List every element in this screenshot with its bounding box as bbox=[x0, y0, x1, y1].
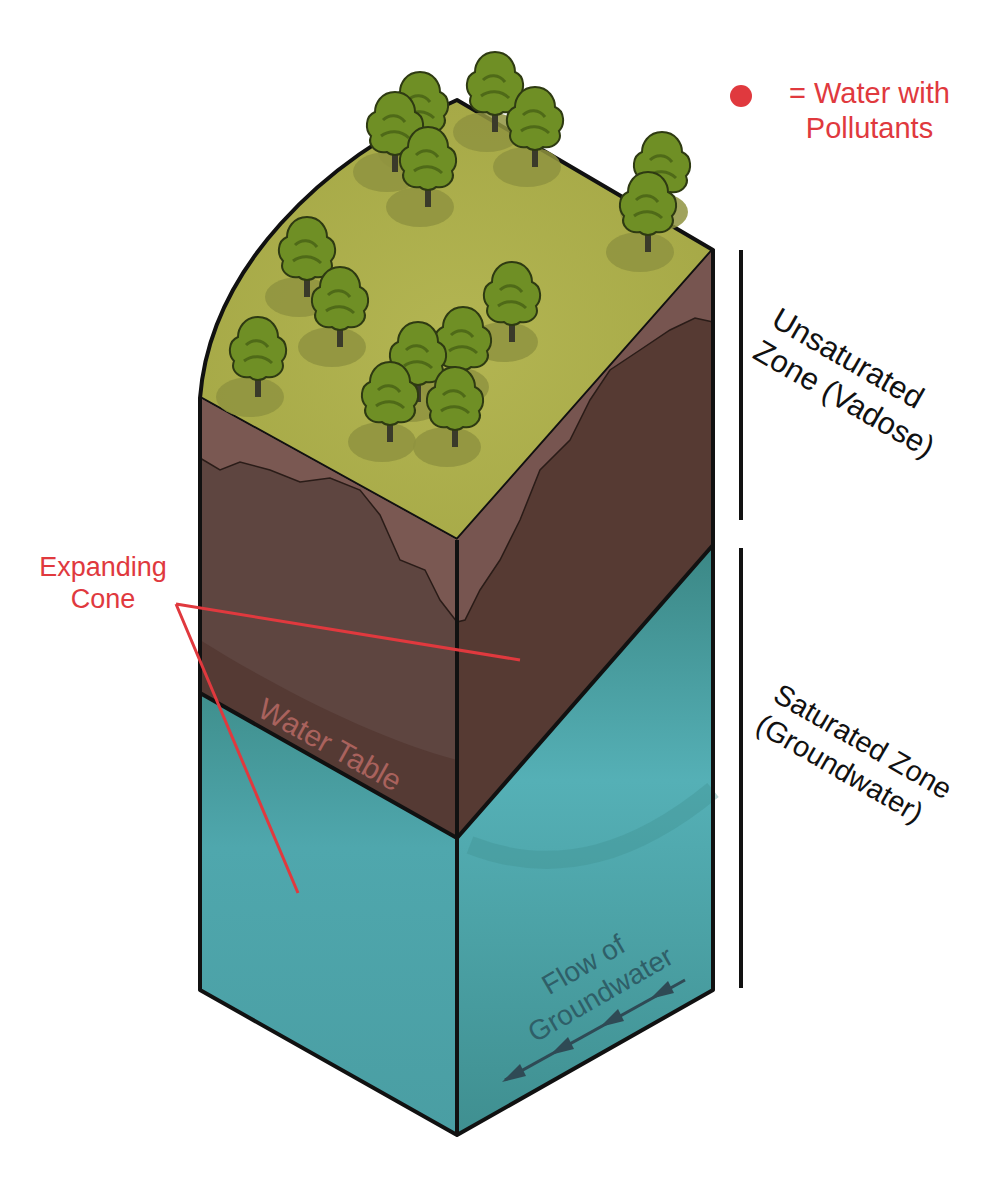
legend-swatch bbox=[730, 85, 752, 107]
callout-label: Expanding Cone bbox=[13, 551, 193, 616]
legend-text: = Water with Pollutants bbox=[762, 76, 977, 146]
zone-label: Saturated Zone (Groundwater) bbox=[750, 677, 986, 853]
zone-label: Unsaturated Zone (Vadose) bbox=[747, 300, 985, 480]
